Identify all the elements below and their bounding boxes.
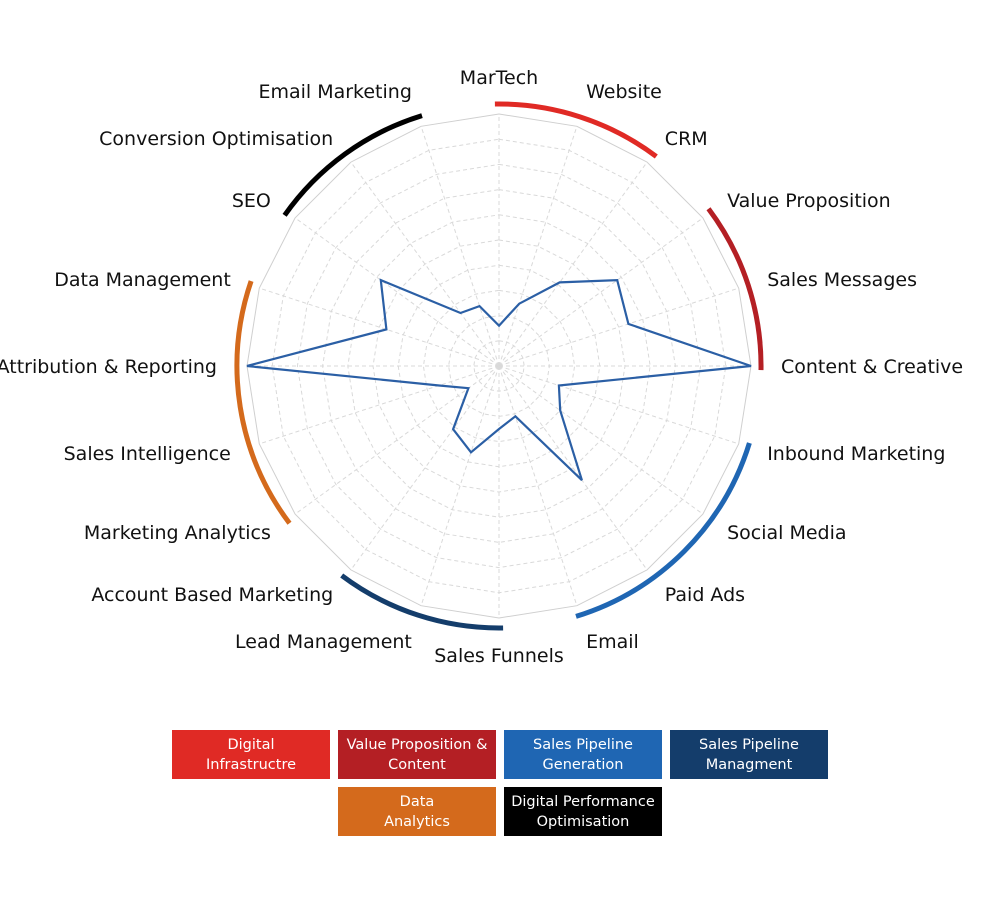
legend-label-line1: Sales Pipeline [533,736,633,753]
grid-ring [322,189,676,543]
grid-spoke [350,161,500,367]
grid-spoke [498,365,578,606]
axis-label: Sales Intelligence [64,443,231,465]
grid-spoke [420,365,500,606]
axis-label: Inbound Marketing [767,443,945,465]
grid-spoke [350,365,500,571]
grid-spoke [498,365,704,515]
legend-label-line1: Data [399,793,435,810]
group-arc [575,442,752,619]
axis-label: Website [586,81,662,103]
legend-label-line2: Analytics [384,813,450,830]
grid-spoke [420,126,500,367]
axis-label: Lead Management [235,631,412,653]
grid-spoke [498,287,739,367]
axis-label: Email [586,631,639,653]
legend-label-line2: Optimisation [536,813,630,830]
legend-label-line2: Managment [705,756,793,773]
grid-spoke [498,365,648,571]
axis-label: Sales Messages [767,269,917,291]
group-arcs [234,101,764,631]
axis-label: Marketing Analytics [84,522,271,544]
grid-spoke [259,365,500,445]
legend-label-line1: Digital [227,736,275,753]
legend-label-line2: Generation [542,756,624,773]
grid-spoke [294,365,500,515]
legend-label-line2: Infrastructre [205,756,297,773]
grid-spoke [498,126,578,367]
group-arc [494,101,658,159]
radar-grid [246,113,752,619]
grid-ring [422,289,576,443]
axis-label: Conversion Optimisation [99,128,333,150]
group-arc [282,113,423,217]
legend-label-line2: Content [388,756,446,773]
axis-label: Data Management [54,269,231,291]
grid-spoke [498,365,739,445]
axis-label: Sales Funnels [434,645,564,667]
group-arc [234,280,292,525]
grid-spoke [259,287,500,367]
legend-label-line1: Value Proposition & [346,736,488,753]
axis-label: SEO [232,190,271,212]
axis-label: Value Proposition [727,190,891,212]
legend-item-value-proposition-content: Value Proposition & Content [338,730,496,779]
series-layer [246,278,752,481]
axis-label: Email Marketing [258,81,411,103]
axis-label: Attribution & Reporting [0,356,217,378]
grid-ring [347,214,651,518]
series-line [246,278,752,481]
legend-label-line1: Sales Pipeline [699,736,799,753]
axis-label: MarTech [460,67,538,89]
axis-label: CRM [665,128,708,150]
grid-spoke [294,217,500,367]
group-arc [340,573,504,631]
group-arc [706,207,764,371]
legend-label-line1: Digital Performance [511,793,655,810]
axis-label: Content & Creative [781,356,963,378]
grid-ring [246,113,752,619]
grid-ring [296,163,702,569]
axis-label: Paid Ads [665,584,745,606]
grid-ring [473,340,525,392]
axis-label: Account Based Marketing [91,584,333,606]
grid-spoke [498,161,648,367]
grid-spoke [498,217,704,367]
axis-label: Social Media [727,522,846,544]
